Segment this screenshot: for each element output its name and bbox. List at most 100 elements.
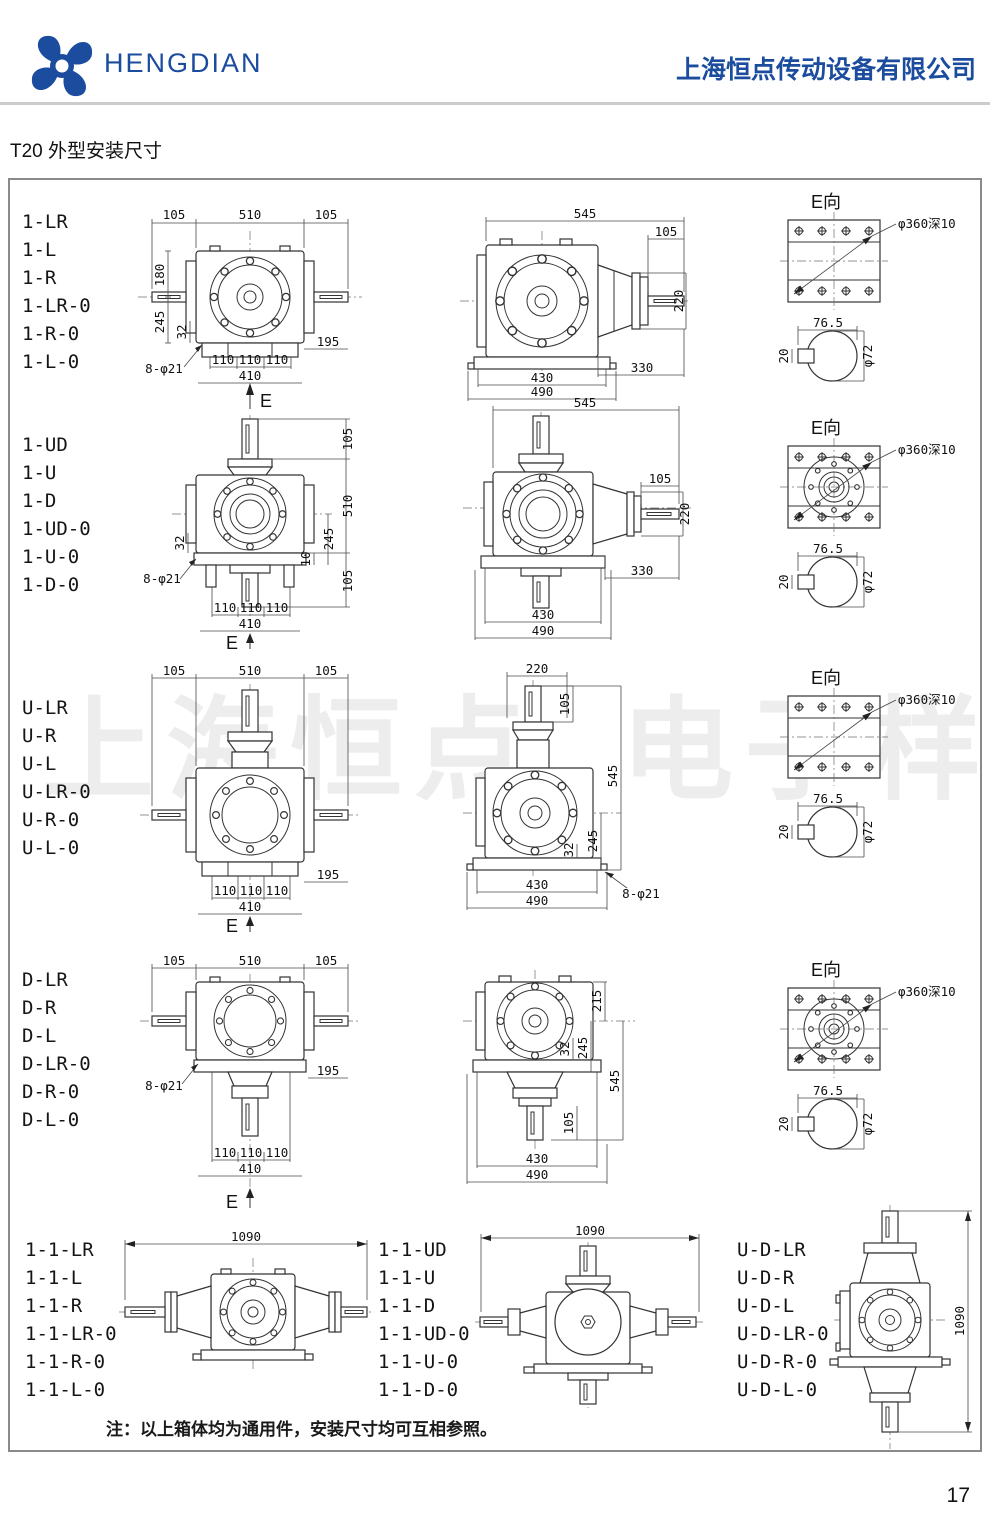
- view-title: E向: [811, 418, 841, 438]
- dim-label: 430: [532, 607, 555, 622]
- mounting-plate: φ360深10: [780, 688, 956, 786]
- view-arrow-e: E: [246, 383, 272, 411]
- gearbox-housing: [151, 977, 349, 1137]
- dim-label: 180: [152, 264, 167, 287]
- dim-label: 410: [239, 616, 262, 631]
- model-list-row3: U-LR U-R U-L U-LR-0 U-R-0 U-L-0: [22, 694, 91, 862]
- model-label: 1-1-LR-0: [25, 1323, 117, 1345]
- dim-label: 245: [575, 1037, 590, 1060]
- catalog-page: HENGDIAN 上海恒点传动设备有限公司 T20 外型安装尺寸 上海恒点 电子…: [0, 18, 990, 1531]
- dimensions: 1090: [124, 1229, 368, 1300]
- side-view-row2: 545 105 220 330 430 490: [463, 395, 692, 640]
- view-title: E向: [811, 668, 841, 688]
- dim-label: 490: [526, 1167, 549, 1182]
- dim-label: 545: [574, 206, 597, 221]
- dim-label: 220: [526, 661, 549, 676]
- dim-label: 32: [174, 324, 189, 339]
- dim-label: 510: [340, 495, 355, 518]
- dim-label: 110: [212, 352, 235, 367]
- model-label: U-LR-0: [22, 781, 91, 803]
- dim-label: 105: [340, 570, 355, 593]
- dimensions: 1090: [480, 1223, 700, 1312]
- dim-label: 220: [671, 290, 686, 313]
- gearbox-housing: [466, 685, 608, 870]
- dim-label: 20: [776, 1116, 791, 1131]
- dim-label: 110: [266, 352, 289, 367]
- dim-label: 330: [631, 360, 654, 375]
- dim-label: 410: [239, 1161, 262, 1176]
- front-view-row2: 105 510 105 245 10 32 8-φ21 110 110 110 …: [143, 415, 355, 653]
- mounting-plate: φ360深10: [780, 438, 956, 536]
- dim-label: 215: [589, 990, 604, 1013]
- dim-label: 430: [526, 877, 549, 892]
- model-label: U-L-0: [22, 837, 80, 859]
- dim-label: 110: [266, 883, 289, 898]
- e-view-row2: E向 φ360深10 76.5 20: [776, 418, 956, 608]
- model-label: U-LR: [22, 697, 68, 719]
- dim-label: 245: [321, 528, 336, 551]
- dimensions: 105 510 105 180 245 32 195 110 110 110 4…: [145, 207, 349, 384]
- model-label: 1-UD-0: [22, 518, 91, 540]
- dim-label: 110: [240, 600, 263, 615]
- gearbox-housing: [151, 246, 349, 358]
- model-label: D-R-0: [22, 1081, 80, 1103]
- dim-label: 245: [152, 311, 167, 334]
- dim-label: 8-φ21: [145, 361, 183, 376]
- model-label: 1-1-D: [378, 1295, 436, 1317]
- dim-label: 330: [631, 563, 654, 578]
- model-list-row5c: U-D-LR U-D-R U-D-L U-D-LR-0 U-D-R-0 U-D-…: [737, 1236, 829, 1404]
- dim-label: φ72: [860, 345, 875, 368]
- view-arrow-e: E: [226, 1188, 254, 1212]
- model-label: 1-U-0: [22, 546, 80, 568]
- dim-label: 105: [340, 428, 355, 451]
- model-label: U-D-L-0: [737, 1379, 818, 1401]
- dim-label: 8-φ21: [622, 886, 660, 901]
- dim-label: 105: [315, 953, 338, 968]
- model-label: U-R: [22, 725, 57, 747]
- dim-label: 76.5: [813, 315, 843, 330]
- model-label: D-LR-0: [22, 1053, 91, 1075]
- dim-label: 76.5: [813, 791, 843, 806]
- gearbox-housing: [829, 1210, 951, 1433]
- model-list-row5b: 1-1-UD 1-1-U 1-1-D 1-1-UD-0 1-1-U-0 1-1-…: [378, 1236, 470, 1404]
- dim-label: 490: [526, 893, 549, 908]
- dimensions: 545 105 220 330 430 490: [467, 206, 687, 401]
- model-label: 1-1-L-0: [25, 1379, 106, 1401]
- dim-label: 20: [776, 574, 791, 589]
- dim-label: 110: [214, 883, 237, 898]
- dim-label: 105: [561, 1112, 576, 1135]
- e-view-row1: E向 φ360深10 76.5 20 φ72: [776, 192, 956, 382]
- view-label: E: [260, 391, 272, 411]
- dimensions: 105 510 105 8-φ21 195 110 110 110 410: [145, 953, 349, 1177]
- footnote: 注：以上箱体均为通用件，安装尺寸均可互相参照。: [106, 1420, 497, 1439]
- shaft-key-section: 76.5 20 φ72: [776, 791, 875, 858]
- front-view-row1: 105 510 105 180 245 32 195 110 110 110 4…: [138, 207, 362, 411]
- model-label: 1-UD: [22, 434, 68, 456]
- dim-label: 1090: [231, 1229, 261, 1244]
- dim-label: 545: [607, 1070, 622, 1093]
- dimensions: 215 32 245 545 105 430 490: [466, 981, 624, 1184]
- dim-label: 195: [317, 1063, 340, 1078]
- brand-name: HENGDIAN: [104, 48, 263, 78]
- dim-label: φ360深10: [898, 442, 956, 457]
- model-label: 1-1-R: [25, 1295, 83, 1317]
- model-label: 1-1-U-0: [378, 1351, 459, 1373]
- dim-label: 105: [557, 693, 572, 716]
- dim-label: 8-φ21: [145, 1078, 183, 1093]
- dimensions: 105 510 105 245 10 32 8-φ21 110 110 110 …: [143, 418, 355, 632]
- gearbox-housing: [467, 239, 685, 370]
- dimensions: 105 510 105 195 110 110 110 410: [151, 663, 349, 915]
- dim-label: 10: [298, 551, 313, 566]
- gearbox-housing: [472, 976, 602, 1141]
- dim-label: 105: [163, 663, 186, 678]
- dim-label: 245: [585, 830, 600, 853]
- dim-label: φ72: [860, 821, 875, 844]
- model-label: U-R-0: [22, 809, 80, 831]
- dim-label: 410: [239, 368, 262, 383]
- dim-label: φ360深10: [898, 692, 956, 707]
- model-label: 1-1-UD-0: [378, 1323, 470, 1345]
- dim-label: 545: [605, 765, 620, 788]
- dim-label: 105: [655, 224, 678, 239]
- dim-label: φ360深10: [898, 216, 956, 231]
- side-view-row4: 215 32 245 545 105 430 490: [463, 956, 635, 1184]
